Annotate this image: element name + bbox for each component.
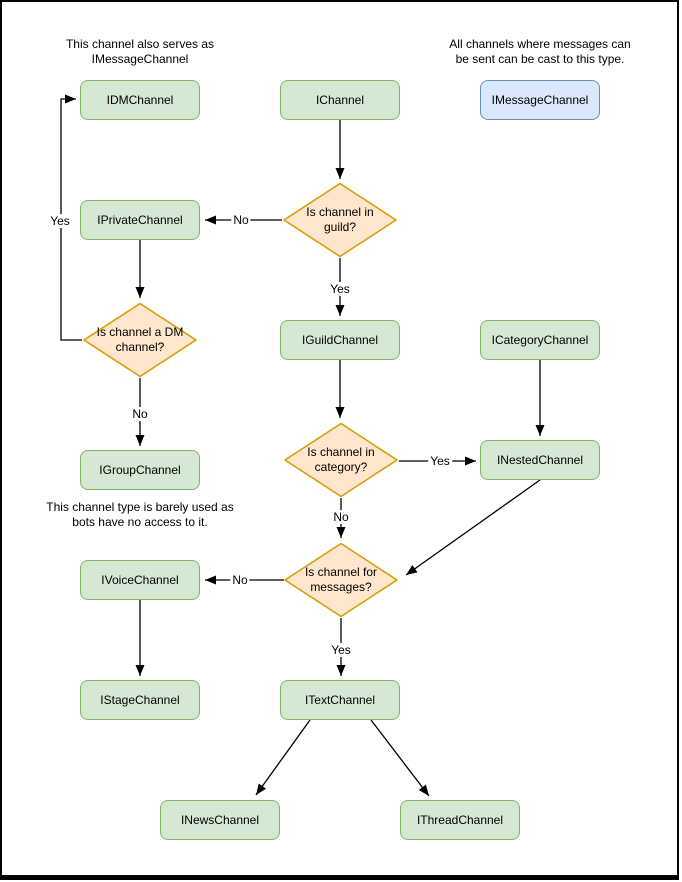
edge-label-messages-yes: Yes [329,643,353,657]
node-ivoicechannel: IVoiceChannel [80,560,200,600]
node-itextchannel: ITextChannel [280,680,400,720]
diamond-shape [284,542,398,618]
decision-is-channel-in-guild: Is channel in guild? [282,182,398,258]
decision-is-channel-in-category-label: Is channel in category? [307,445,375,474]
node-iguildchannel-label: IGuildChannel [301,333,379,347]
note-dm-serves-as-imessagechannel: This channel also serves as IMessageChan… [65,37,215,66]
node-ithreadchannel: IThreadChannel [400,800,520,840]
node-istagechannel: IStageChannel [80,680,200,720]
edge-label-dm-yes: Yes [48,214,72,228]
node-imessagechannel-label: IMessageChannel [491,93,589,107]
edge-label-dm-no: No [130,407,150,421]
node-igroupchannel: IGroupChannel [80,450,200,490]
node-igroupchannel-label: IGroupChannel [99,463,181,477]
node-ichannel-label: IChannel [315,93,365,107]
edge-label-guild-no: No [231,213,251,227]
decision-is-channel-in-category: Is channel in category? [283,422,399,498]
decision-is-channel-a-dm-channel-label: Is channel a DM channel? [96,325,184,354]
edge-label-category-no: No [331,510,351,524]
node-icategorychannel-label: ICategoryChannel [491,333,589,347]
node-idmchannel-label: IDMChannel [106,93,174,107]
node-itextchannel-label: ITextChannel [304,693,376,707]
note-messages-cast-type: All channels where messages can be sent … [449,37,631,66]
diamond-shape [83,302,197,378]
node-ichannel: IChannel [280,80,400,120]
diamond-shape [284,422,398,498]
node-inestedchannel-label: INestedChannel [496,453,584,467]
node-inewschannel: INewsChannel [160,800,280,840]
node-imessagechannel: IMessageChannel [480,80,600,120]
edge-label-category-yes: Yes [428,454,452,468]
decision-is-channel-for-messages: Is channel for messages? [283,542,399,618]
node-iprivatechannel: IPrivateChannel [80,200,200,240]
node-istagechannel-label: IStageChannel [100,693,180,707]
decision-is-channel-a-dm-channel: Is channel a DM channel? [82,302,198,378]
node-inestedchannel: INestedChannel [480,440,600,480]
decision-is-channel-for-messages-label: Is channel for messages? [304,565,378,594]
diamond-shape [283,182,397,258]
node-idmchannel: IDMChannel [80,80,200,120]
decision-is-channel-in-guild-label: Is channel in guild? [306,205,374,234]
node-ithreadchannel-label: IThreadChannel [416,813,504,827]
node-iprivatechannel-label: IPrivateChannel [97,213,183,227]
edge-label-messages-no: No [230,573,250,587]
node-inewschannel-label: INewsChannel [180,813,260,827]
edge-label-guild-yes: Yes [328,282,352,296]
node-iguildchannel: IGuildChannel [280,320,400,360]
node-icategorychannel: ICategoryChannel [480,320,600,360]
node-ivoicechannel-label: IVoiceChannel [101,573,179,587]
note-groupchannel-barely-used: This channel type is barely used as bots… [46,500,234,529]
